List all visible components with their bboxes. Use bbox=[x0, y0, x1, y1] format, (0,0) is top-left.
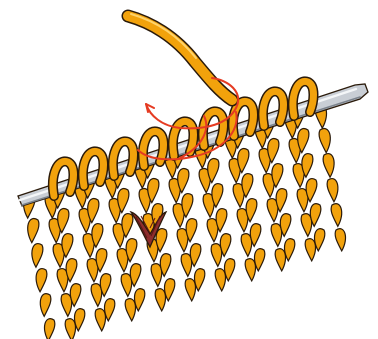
yarn-stitch bbox=[178, 169, 189, 193]
yarn-stitch bbox=[238, 149, 249, 173]
yarn-stitch bbox=[40, 294, 51, 317]
yarn-stitch bbox=[220, 234, 231, 257]
yarn-stitch bbox=[254, 249, 264, 271]
yarn-stitch bbox=[104, 299, 114, 321]
yarn-stitch bbox=[164, 279, 174, 301]
yarn-stitch bbox=[65, 319, 75, 339]
yarn-stitch bbox=[212, 184, 223, 208]
yarn-stitch bbox=[272, 164, 283, 188]
yarn-stitch bbox=[250, 224, 261, 247]
yarn-stitch bbox=[242, 174, 253, 198]
yarn-stitch bbox=[246, 199, 257, 222]
yarn-stitch bbox=[32, 244, 43, 268]
yarn-stitch bbox=[224, 259, 234, 281]
yarn-stitch bbox=[302, 154, 313, 178]
yarn-stitch bbox=[208, 159, 219, 183]
yarn-stitch bbox=[314, 229, 324, 251]
yarn-stitch bbox=[276, 189, 287, 212]
yarn-stitch bbox=[310, 204, 321, 227]
yarn-stitch bbox=[125, 299, 135, 321]
yarn-stitch bbox=[88, 199, 99, 223]
yarn-stitch bbox=[215, 269, 225, 291]
yarn-stitch bbox=[323, 154, 334, 178]
yarn-stitch bbox=[194, 269, 204, 291]
yarn-stitch bbox=[331, 204, 342, 227]
yarn-stitch bbox=[284, 239, 294, 261]
yarn-stitch bbox=[245, 259, 255, 281]
yarn-stitch bbox=[280, 214, 291, 237]
yarn-stitch bbox=[327, 179, 338, 202]
yarn-stitch bbox=[96, 249, 107, 272]
yarn-stitch bbox=[268, 139, 279, 163]
yarn-stitch bbox=[190, 244, 201, 267]
yarn-stitch bbox=[186, 219, 197, 242]
yarn-stitch bbox=[66, 259, 77, 282]
yarn-stitch bbox=[216, 209, 227, 232]
yarn-stitch bbox=[36, 269, 47, 292]
yarn-stitch bbox=[155, 289, 165, 311]
yarn-stitch bbox=[319, 129, 330, 153]
yarn-stitch bbox=[58, 209, 69, 233]
yarn-stitch bbox=[100, 274, 111, 297]
yarn-stitch bbox=[306, 179, 317, 202]
yarn-stitch bbox=[185, 279, 195, 301]
yarn-stitch bbox=[182, 194, 193, 218]
yarn-stitch bbox=[74, 309, 84, 331]
yarn-stitch bbox=[122, 214, 133, 238]
yarn-stitch bbox=[126, 239, 137, 262]
yarn-stitch bbox=[275, 249, 285, 271]
yarn-stitch bbox=[148, 179, 159, 203]
yarn-stitch bbox=[28, 219, 39, 243]
yarn-stitch bbox=[95, 309, 105, 331]
yarn-stitch bbox=[156, 229, 167, 252]
yarn-stitch bbox=[62, 234, 73, 258]
yarn-stitch bbox=[44, 319, 54, 339]
yarn-stitch bbox=[298, 129, 309, 153]
yarn-stitch bbox=[92, 224, 103, 248]
yarn-stitch bbox=[305, 239, 315, 261]
yarn-stitch bbox=[134, 289, 144, 311]
yarn-stitch bbox=[118, 189, 129, 213]
yarn-stitch bbox=[70, 284, 81, 307]
yarn-stitch bbox=[335, 229, 345, 251]
yarn-stitch bbox=[160, 254, 171, 277]
working-yarn-icon bbox=[128, 14, 232, 100]
knitted-fabric bbox=[23, 104, 345, 339]
yarn-stitch bbox=[130, 264, 141, 287]
